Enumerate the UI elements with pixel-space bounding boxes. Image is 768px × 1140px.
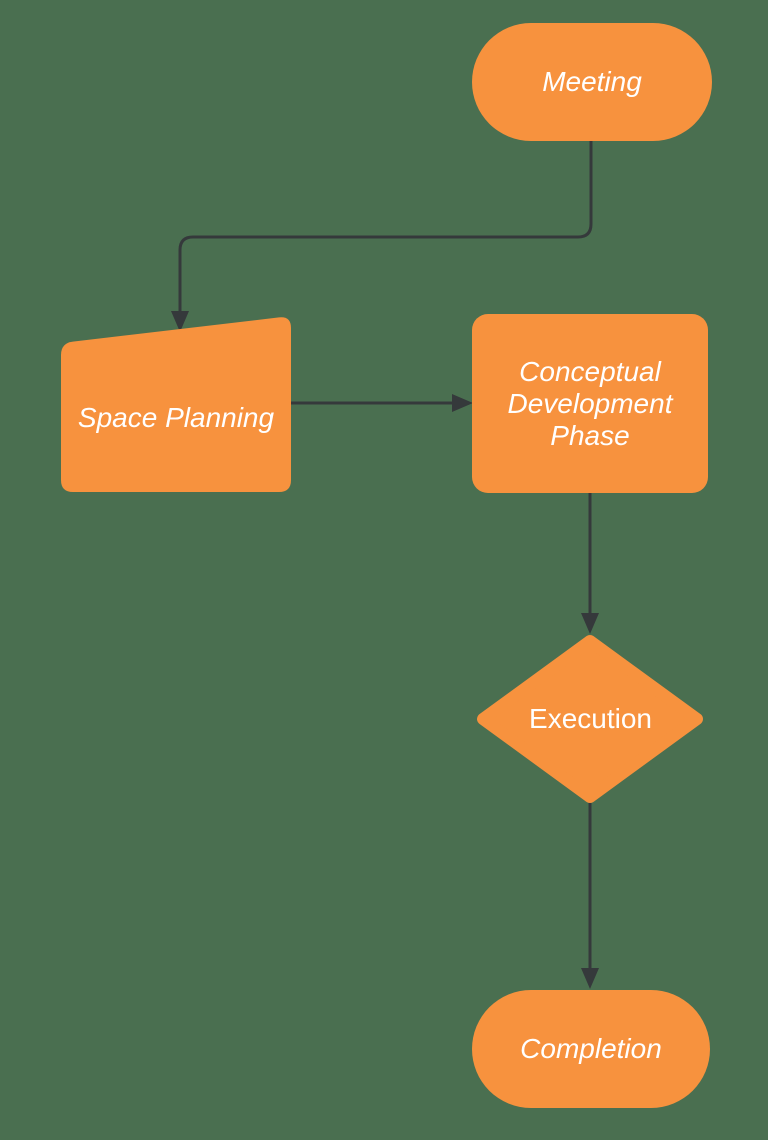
edge-space-planning-to-conceptual (291, 394, 473, 412)
arrowhead-icon (171, 311, 189, 332)
arrowhead-icon (452, 394, 473, 412)
space-planning-node (61, 317, 291, 492)
execution-node (477, 635, 703, 803)
arrowhead-icon (581, 968, 599, 989)
edge-line (178, 141, 593, 312)
edge-execution-to-completion (581, 803, 599, 989)
completion-node (472, 990, 710, 1108)
conceptual-development-phase-node (472, 314, 708, 493)
arrowhead-icon (581, 613, 599, 634)
edge-conceptual-to-execution (581, 493, 599, 634)
meeting-node (472, 23, 712, 141)
edge-meeting-to-space-planning (171, 141, 593, 332)
